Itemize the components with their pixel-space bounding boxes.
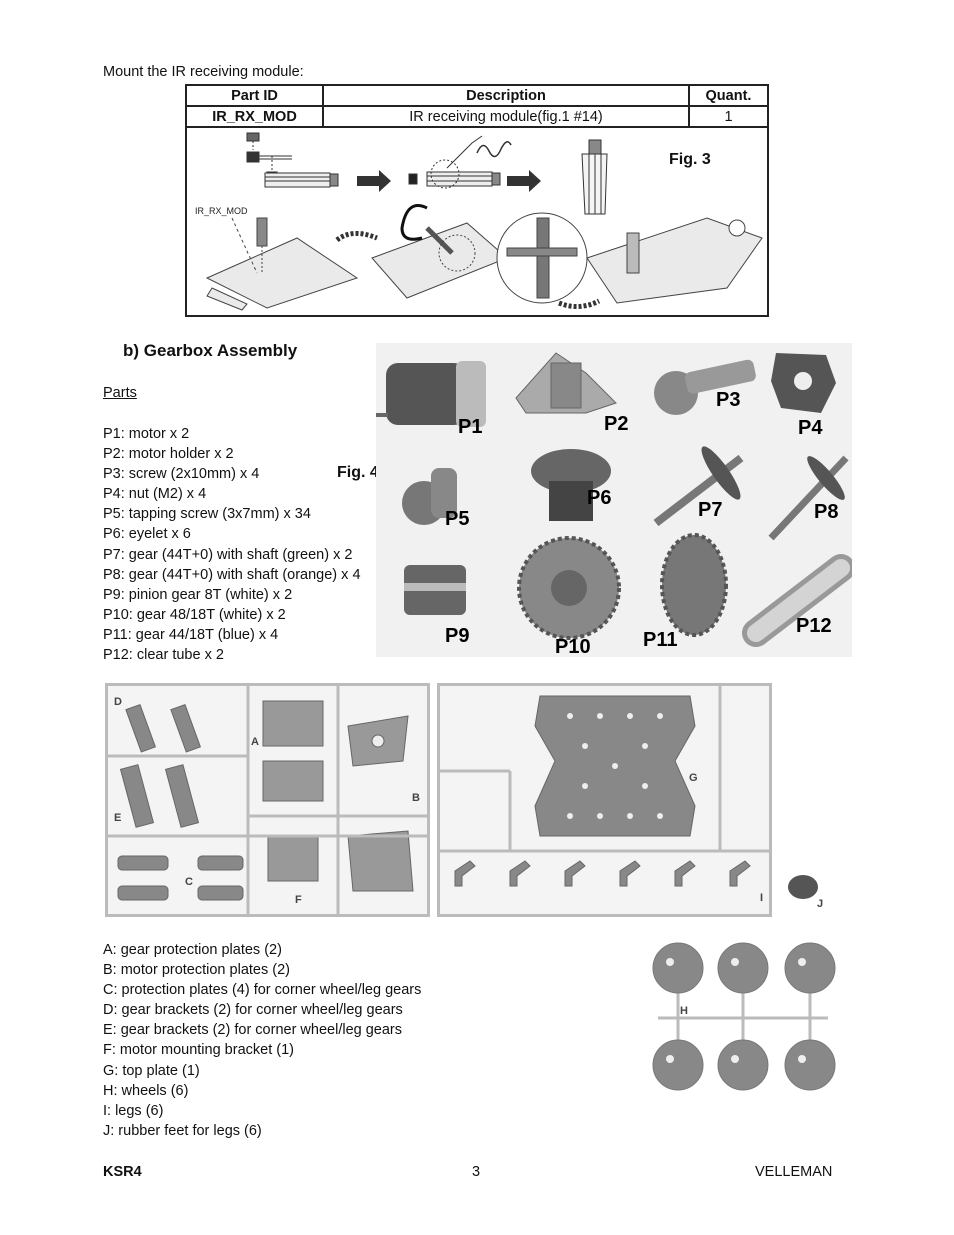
list-item: I: legs (6) — [103, 1102, 164, 1119]
list-item: P11: gear 44/18T (blue) x 4 — [103, 626, 279, 643]
list-item: F: motor mounting bracket (1) — [103, 1042, 294, 1059]
list-item: P4: nut (M2) x 4 — [103, 486, 207, 503]
sprue-label-h: H — [680, 1005, 688, 1017]
sprue-label-d: D — [114, 696, 122, 708]
parts-photos — [376, 352, 855, 647]
parts-photo-panel: P1 P2 P3 P4 P5 P6 P7 P8 P9 P10 P11 P12 — [376, 343, 855, 658]
photo-label-p4: P4 — [798, 417, 823, 439]
ir-intro-text: Mount the IR receiving module: — [103, 64, 304, 80]
table-header-description: Description — [322, 84, 690, 107]
photo-label-p6: P6 — [587, 487, 612, 509]
list-item: P5: tapping screw (3x7mm) x 34 — [103, 506, 311, 523]
list-item: G: top plate (1) — [103, 1062, 200, 1079]
sprue-label-a: A — [251, 736, 259, 748]
sprue-label-b: B — [412, 792, 420, 804]
list-item: P9: pinion gear 8T (white) x 2 — [103, 586, 293, 603]
sprue-label-c: C — [185, 876, 193, 888]
sprue-label-g: G — [689, 772, 698, 784]
wheels-sprue: H — [648, 938, 840, 1096]
ir-mounting-drawing: Fig. 3 IR_RX_MOD — [195, 132, 763, 311]
photo-label-p1: P1 — [458, 416, 483, 438]
list-item: P2: motor holder x 2 — [103, 446, 234, 463]
footer-model: KSR4 — [103, 1164, 142, 1180]
sprue-right-drawing — [440, 686, 769, 887]
list-item: J: rubber feet for legs (6) — [103, 1122, 262, 1139]
fig4-label: Fig. 4 — [337, 464, 379, 481]
photo-label-p12: P12 — [796, 615, 832, 637]
sprue-label-e: E — [114, 812, 122, 824]
table-cell-quantity: 1 — [688, 105, 769, 128]
sprue-left: D A B E C F — [105, 683, 430, 917]
list-item: P1: motor x 2 — [103, 426, 190, 442]
gearbox-parts-list: P1: motor x 2 P2: motor holder x 2 P3: s… — [103, 424, 361, 665]
list-item: P12: clear tube x 2 — [103, 647, 224, 664]
list-item: B: motor protection plates (2) — [103, 962, 290, 979]
sprue-right: G I — [437, 683, 772, 917]
sprue-label-i: I — [760, 892, 764, 904]
list-item: H: wheels (6) — [103, 1082, 189, 1099]
sprue-label-j: J — [817, 898, 824, 910]
ir-module-label: IR_RX_MOD — [195, 206, 248, 216]
sprue-left-drawing — [108, 686, 427, 914]
motor-image — [376, 361, 486, 427]
photo-label-p2: P2 — [604, 413, 629, 435]
table-cell-description: IR receiving module(fig.1 #14) — [322, 105, 690, 128]
photo-label-p10: P10 — [555, 636, 591, 658]
footer-brand: VELLEMAN — [755, 1164, 833, 1180]
gearbox-title: b) Gearbox Assembly — [123, 341, 298, 360]
wheels-drawing — [652, 942, 836, 1091]
list-item: P10: gear 48/18T (white) x 2 — [103, 606, 286, 623]
fig3-illustration: Fig. 3 IR_RX_MOD — [185, 128, 769, 317]
table-header-part-id: Part ID — [185, 84, 324, 107]
fig3-label: Fig. 3 — [669, 151, 711, 168]
table-cell-part-id: IR_RX_MOD — [185, 105, 324, 128]
list-item: P8: gear (44T+0) with shaft (orange) x 4 — [103, 566, 361, 583]
list-item: C: protection plates (4) for corner whee… — [103, 982, 422, 999]
sprue-label-f: F — [295, 894, 302, 906]
photo-label-p3: P3 — [716, 389, 741, 411]
photo-label-p7: P7 — [698, 499, 723, 521]
photo-label-p9: P9 — [445, 625, 470, 647]
footer-page-number: 3 — [472, 1164, 481, 1180]
list-item: P3: screw (2x10mm) x 4 — [103, 466, 260, 483]
ir-parts-table: Part ID Description Quant. IR_RX_MOD IR … — [185, 84, 769, 128]
list-item: P7: gear (44T+0) with shaft (green) x 2 — [103, 546, 353, 563]
table-header-quantity: Quant. — [688, 84, 769, 107]
photo-label-p8: P8 — [814, 501, 839, 523]
list-item: P6: eyelet x 6 — [103, 526, 191, 543]
list-item: E: gear brackets (2) for corner wheel/le… — [103, 1022, 402, 1039]
list-item: A: gear protection plates (2) — [103, 942, 282, 958]
parts-heading: Parts — [103, 385, 137, 401]
list-item: D: gear brackets (2) for corner wheel/le… — [103, 1002, 403, 1019]
components-list: A: gear protection plates (2) B: motor p… — [103, 940, 421, 1141]
photo-label-p5: P5 — [445, 508, 470, 530]
table-row: IR_RX_MOD IR receiving module(fig.1 #14)… — [185, 105, 769, 128]
rubber-foot-image — [788, 875, 818, 899]
photo-label-p11: P11 — [643, 629, 678, 651]
